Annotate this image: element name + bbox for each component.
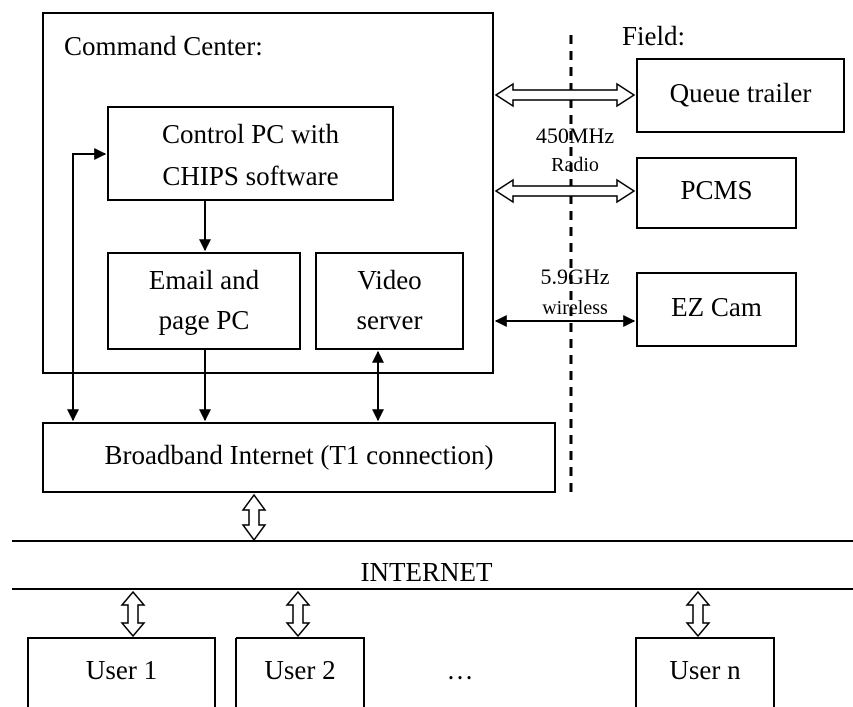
pcms-box <box>636 157 797 229</box>
email-pc-label-1: Email and <box>148 265 260 295</box>
video-server-label-1: Video <box>357 265 422 295</box>
email-pc-label-2: page PC <box>158 305 250 335</box>
user1-label: User 1 <box>85 655 158 685</box>
user2-label: User 2 <box>264 655 336 685</box>
control-pc-label-1: Control PC with <box>161 119 340 149</box>
wireless-label-1: 5.9GHz <box>540 264 610 289</box>
control-pc-label-2: CHIPS software <box>162 161 339 191</box>
usern-label: User n <box>669 655 741 685</box>
hollow-arrow-pcms <box>494 178 636 204</box>
internet-label: INTERNET <box>360 557 493 587</box>
hollow-arrow-user1 <box>120 590 146 638</box>
hollow-arrow-usern <box>685 590 711 638</box>
hollow-arrow-queue <box>494 82 636 108</box>
arrow-control-broadband <box>67 148 107 422</box>
queue-trailer-box <box>636 58 845 133</box>
command-center-title: Command Center: <box>64 31 263 61</box>
video-server-label-2: server <box>356 305 423 335</box>
video-server-box <box>315 252 464 350</box>
queue-trailer-label: Queue trailer <box>669 78 812 108</box>
ez-cam-label: EZ Cam <box>671 292 762 322</box>
users-ellipsis: … <box>446 655 474 685</box>
user1-box <box>27 637 216 707</box>
wireless-label-2: wireless <box>542 297 608 319</box>
broadband-box <box>42 422 556 493</box>
broadband-label: Broadband Internet (T1 connection) <box>104 440 494 470</box>
radio-label-1: 450MHz <box>535 123 615 148</box>
field-title: Field: <box>622 21 686 51</box>
hollow-arrow-user2 <box>285 590 311 638</box>
hollow-arrow-broadband-internet <box>241 493 267 542</box>
pcms-label: PCMS <box>680 175 753 205</box>
email-pc-box <box>107 252 301 350</box>
usern-box <box>635 637 775 707</box>
ez-cam-box <box>636 272 797 347</box>
radio-label-2: Radio <box>551 154 599 176</box>
user2-box-top <box>236 637 365 707</box>
control-pc-box <box>107 106 394 201</box>
